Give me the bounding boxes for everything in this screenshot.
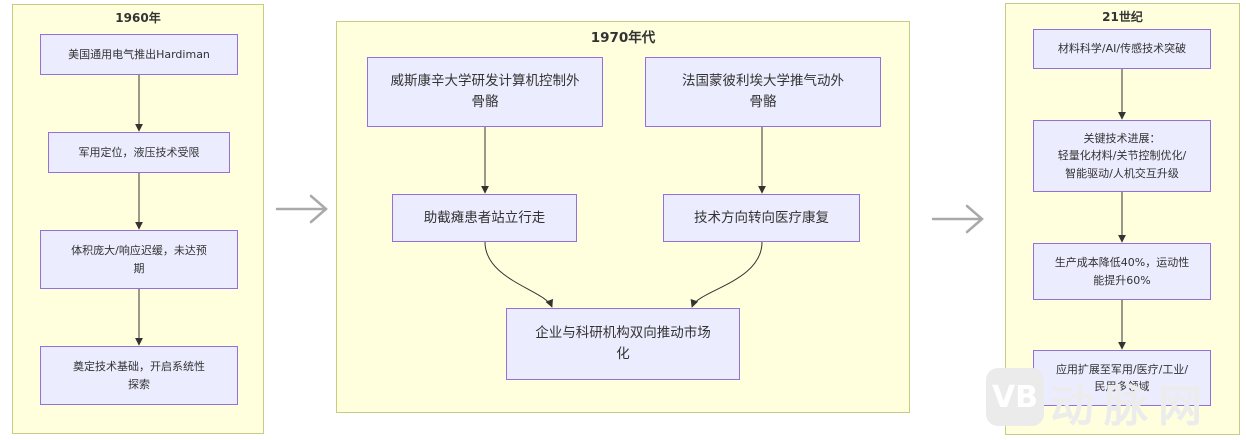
edge-1970s-rehab-market xyxy=(690,241,763,308)
node-1970s-montpellier: 法国蒙彼利埃大学推气动外骨骼 xyxy=(645,57,881,127)
node-1960-limitations: 体积庞大/响应迟缓，未达预期 xyxy=(40,230,238,289)
stage-1960-title: 1960年 xyxy=(115,11,161,25)
node-1970s-wisconsin: 威斯康辛大学研发计算机控制外骨骼 xyxy=(367,57,603,127)
node-21c-cost: 生产成本降低40%，运动性能提升60% xyxy=(1033,243,1211,300)
node-1970s-market: 企业与科研机构双向推动市场化 xyxy=(506,308,740,380)
watermark-text: 动脉网 xyxy=(1050,381,1212,432)
node-1970s-rehab: 技术方向转向医疗康复 xyxy=(663,194,860,242)
edge-1970s-paraplegic-market xyxy=(484,241,553,308)
stage-1970s-title: 1970年代 xyxy=(590,30,656,46)
node-1960-hardiman: 美国通用电气推出Hardiman xyxy=(40,34,238,75)
node-1970s-paraplegic: 助截瘫患者站立行走 xyxy=(392,194,577,242)
stage-arrow-1-to-2 xyxy=(275,194,328,224)
node-21c-breakthrough: 材料科学/AI/传感技术突破 xyxy=(1033,29,1211,69)
node-21c-applications: 应用扩展至军用/医疗/工业/民用多领域 xyxy=(1033,350,1211,406)
node-1960-military: 军用定位，液压技术受限 xyxy=(48,132,230,173)
watermark-logo: VB xyxy=(986,368,1044,426)
node-1960-foundation: 奠定技术基础，开启系统性探索 xyxy=(40,346,238,405)
node-21c-key-tech: 关键技术进展： 轻量化材料/关节控制优化/ 智能驱动/人机交互升级 xyxy=(1033,120,1211,192)
stage-21st-century-title: 21世纪 xyxy=(1102,10,1143,24)
watermark: VB 动脉网 xyxy=(986,366,1244,432)
stage-arrow-2-to-3 xyxy=(931,204,984,234)
